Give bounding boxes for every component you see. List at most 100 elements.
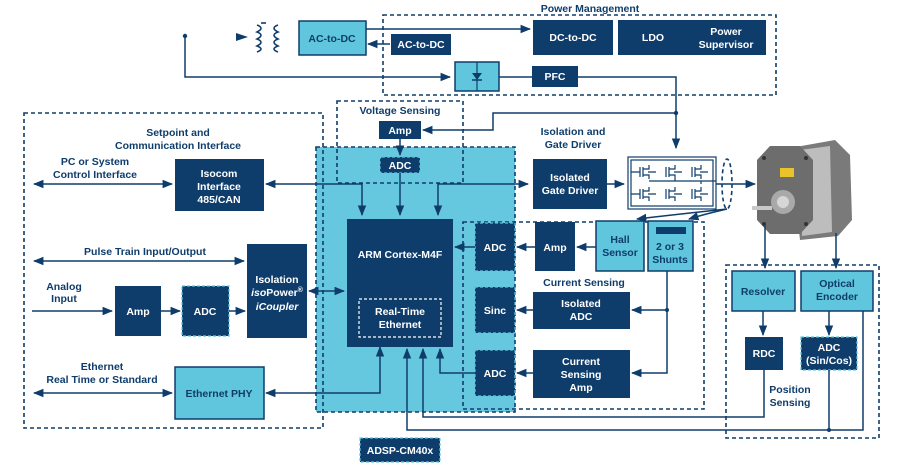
setpoint-comm-label-1: Setpoint and — [146, 127, 210, 139]
motor-icon — [752, 140, 852, 240]
vs-adc-label: ADC — [389, 160, 412, 172]
isocom-block — [175, 159, 264, 211]
optical-encoder-label-1: Optical — [819, 278, 855, 290]
ac-to-dc-pm-block — [391, 34, 451, 55]
analog-adc-label: ADC — [194, 306, 217, 318]
hall-sensor-block — [595, 220, 645, 272]
pfc-to-inverter-line — [578, 76, 681, 150]
cs-amp-block — [535, 222, 575, 271]
isolation-gate-label-2: Gate Driver — [545, 139, 602, 151]
shunts-label-2: Shunts — [652, 254, 688, 266]
analog-amp-block — [115, 286, 161, 336]
encoder-direct-line — [829, 311, 864, 431]
analog-amp-label: Amp — [126, 306, 149, 318]
isolated-gate-driver-block — [533, 159, 607, 209]
vs-amp-block — [379, 121, 421, 139]
cs-amp2-label-3: Amp — [569, 382, 592, 394]
rt-ethernet-label-1: Real-Time — [375, 306, 425, 318]
analog-adc-block — [182, 286, 229, 336]
isolated-adc-block — [533, 292, 630, 329]
phase-to-hall-line — [635, 208, 728, 223]
sinc-block — [475, 287, 515, 333]
rdc-to-arm-line — [418, 347, 765, 418]
voltage-sensing-label: Voltage Sensing — [360, 105, 441, 117]
power-management-label: Power Management — [541, 3, 640, 15]
ac-to-dc-block-input — [298, 20, 367, 56]
arm-cortex-label: ARM Cortex-M4F — [358, 249, 443, 261]
isolation-isopower-block — [247, 244, 307, 338]
adc-sincos-to-arm-line — [402, 347, 830, 431]
adsp-badge-border — [359, 437, 441, 463]
rdc-block — [745, 337, 783, 370]
cs-adc2-label: ADC — [484, 368, 507, 380]
arm-cortex-m4f-block — [347, 219, 453, 347]
isocom-to-arm-line — [264, 179, 367, 217]
hall-sensor-label-2: Sensor — [602, 247, 638, 259]
arm-to-ethernet-phy-line — [264, 345, 385, 398]
voltage-sensing-group — [336, 100, 464, 184]
rdc-label: RDC — [753, 348, 776, 360]
diode-icon — [472, 73, 482, 80]
ldo-label: LDO — [642, 32, 664, 44]
cs-amp2-label-1: Current — [562, 356, 600, 368]
gate-driver-label-2: Gate Driver — [542, 185, 599, 197]
cs-adc2-block — [475, 350, 515, 396]
current-sensing-label: Current Sensing — [543, 277, 625, 289]
adsp-cm40x-badge — [360, 438, 440, 462]
position-sensing-label-1: Position — [769, 384, 810, 396]
analog-input-label-1: Analog — [46, 281, 82, 293]
cs-adc1-block — [475, 223, 515, 271]
power-supervisor-label-2: Supervisor — [699, 39, 754, 51]
isolated-adc-label-1: Isolated — [561, 298, 601, 310]
input-arrow-icon — [236, 33, 248, 41]
shunt-resistor-icon — [656, 227, 686, 234]
adc-sincos-label-2: (Sin/Cos) — [806, 355, 852, 367]
cs-adc2-to-arm-line — [435, 347, 475, 374]
isocom-label-2: Interface — [197, 181, 241, 193]
analog-input-label-2: Input — [51, 293, 77, 305]
cs-adc1-label: ADC — [484, 242, 507, 254]
ethernet-phy-label: Ethernet PHY — [185, 388, 252, 400]
dc-bus-to-vs-amp-line — [421, 112, 676, 135]
ac-line-to-rectifier — [184, 36, 452, 82]
setpoint-comm-group — [23, 112, 324, 429]
arm-to-gate-driver-line — [433, 179, 530, 217]
ldo-block — [618, 20, 688, 55]
setpoint-comm-label-2: Communication Interface — [115, 140, 241, 152]
resolver-label: Resolver — [741, 286, 785, 298]
cs-adc2-border — [474, 349, 516, 397]
optical-encoder-block — [800, 270, 874, 312]
position-node — [827, 428, 831, 432]
sinc-border — [474, 286, 516, 334]
power-supervisor-block — [686, 20, 766, 55]
position-sensing-group — [725, 264, 880, 439]
power-supervisor-label-1: Power — [710, 26, 742, 38]
ac-to-dc-input-label: AC-to-DC — [308, 33, 356, 45]
current-sensing-amp-block — [533, 350, 630, 398]
vs-adc-block — [380, 157, 420, 173]
sinc-label: Sinc — [484, 305, 506, 317]
pc-control-label-1: PC or System — [61, 156, 129, 168]
resolver-block — [731, 270, 796, 312]
hall-sensor-label-1: Hall — [610, 234, 629, 246]
phase-to-shunts-line — [687, 208, 728, 221]
power-management-group — [382, 14, 777, 96]
ethernet-phy-block — [174, 366, 265, 420]
ethernet-label-1: Ethernet — [81, 361, 124, 373]
adsp-cm40x-label: ADSP-CM40x — [367, 445, 434, 457]
ethernet-label-2: Real Time or Standard — [46, 374, 157, 386]
gate-driver-label-1: Isolated — [550, 172, 590, 184]
isocom-label-3: 485/CAN — [197, 194, 240, 206]
icoupler-label: iCoupler — [256, 301, 299, 313]
cs-amp-label: Amp — [543, 242, 566, 254]
inverter-bridge-icon — [627, 156, 717, 210]
pfc-label: PFC — [545, 71, 566, 83]
pc-control-label-2: Control Interface — [53, 169, 137, 181]
adc-sincos-label-1: ADC — [818, 342, 841, 354]
pulse-train-label: Pulse Train Input/Output — [84, 246, 206, 258]
isopower-label: isoPower® — [251, 286, 304, 299]
pfc-block — [532, 66, 578, 87]
transformer-icon — [255, 22, 280, 53]
dc-to-dc-block — [533, 20, 613, 55]
